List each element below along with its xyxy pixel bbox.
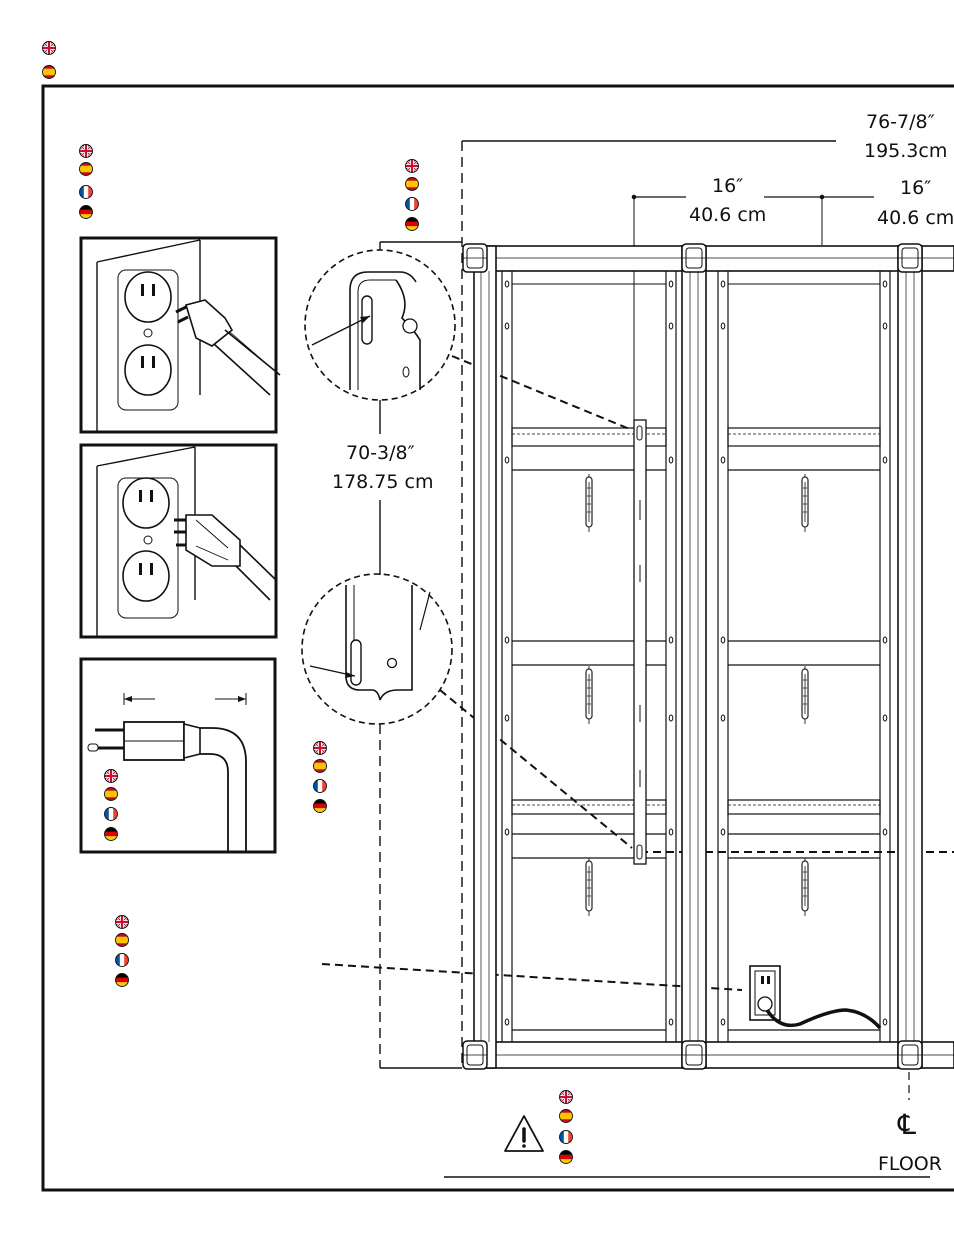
panel-plug-cord-clearance [79, 657, 277, 854]
outlet-with-cord [749, 965, 882, 1030]
total-width-cm: 195.3cm [864, 140, 948, 162]
width-dimensions [461, 140, 874, 1068]
flag-group-top-left [79, 144, 93, 219]
warning-icon [504, 1115, 544, 1152]
shelving-unit [473, 245, 954, 1069]
spain-flag-icon [42, 65, 56, 79]
bay1-width-inches: 16″ [712, 175, 744, 197]
bay1-width-cm: 40.6 cm [689, 204, 767, 226]
uk-flag-icon [42, 41, 56, 55]
flag-group-bottom-left [115, 915, 129, 987]
flag-group-warning [559, 1090, 573, 1164]
post-holes [504, 280, 888, 1026]
flag-group-middle [313, 741, 327, 813]
centerline-symbol: ℄ [898, 1108, 916, 1141]
bay2-width-inches: 16″ [900, 177, 932, 199]
height-inches: 70-3/8″ [346, 442, 415, 464]
floor-label: FLOOR [878, 1153, 942, 1175]
height-dimension [379, 241, 462, 1069]
bay2-width-cm: 40.6 cm [877, 207, 954, 229]
panel-two-prong-plug [79, 236, 281, 434]
detail-circle-top [304, 249, 456, 401]
total-width-inches: 76-7/8″ [866, 111, 935, 133]
flag-group-top-center [405, 159, 419, 231]
height-cm: 178.75 cm [332, 471, 434, 493]
panel-three-prong-plug [79, 443, 278, 639]
detail-circle-bottom [301, 573, 453, 725]
page-frame [41, 84, 954, 1192]
page-crop-edge [932, 100, 954, 1230]
